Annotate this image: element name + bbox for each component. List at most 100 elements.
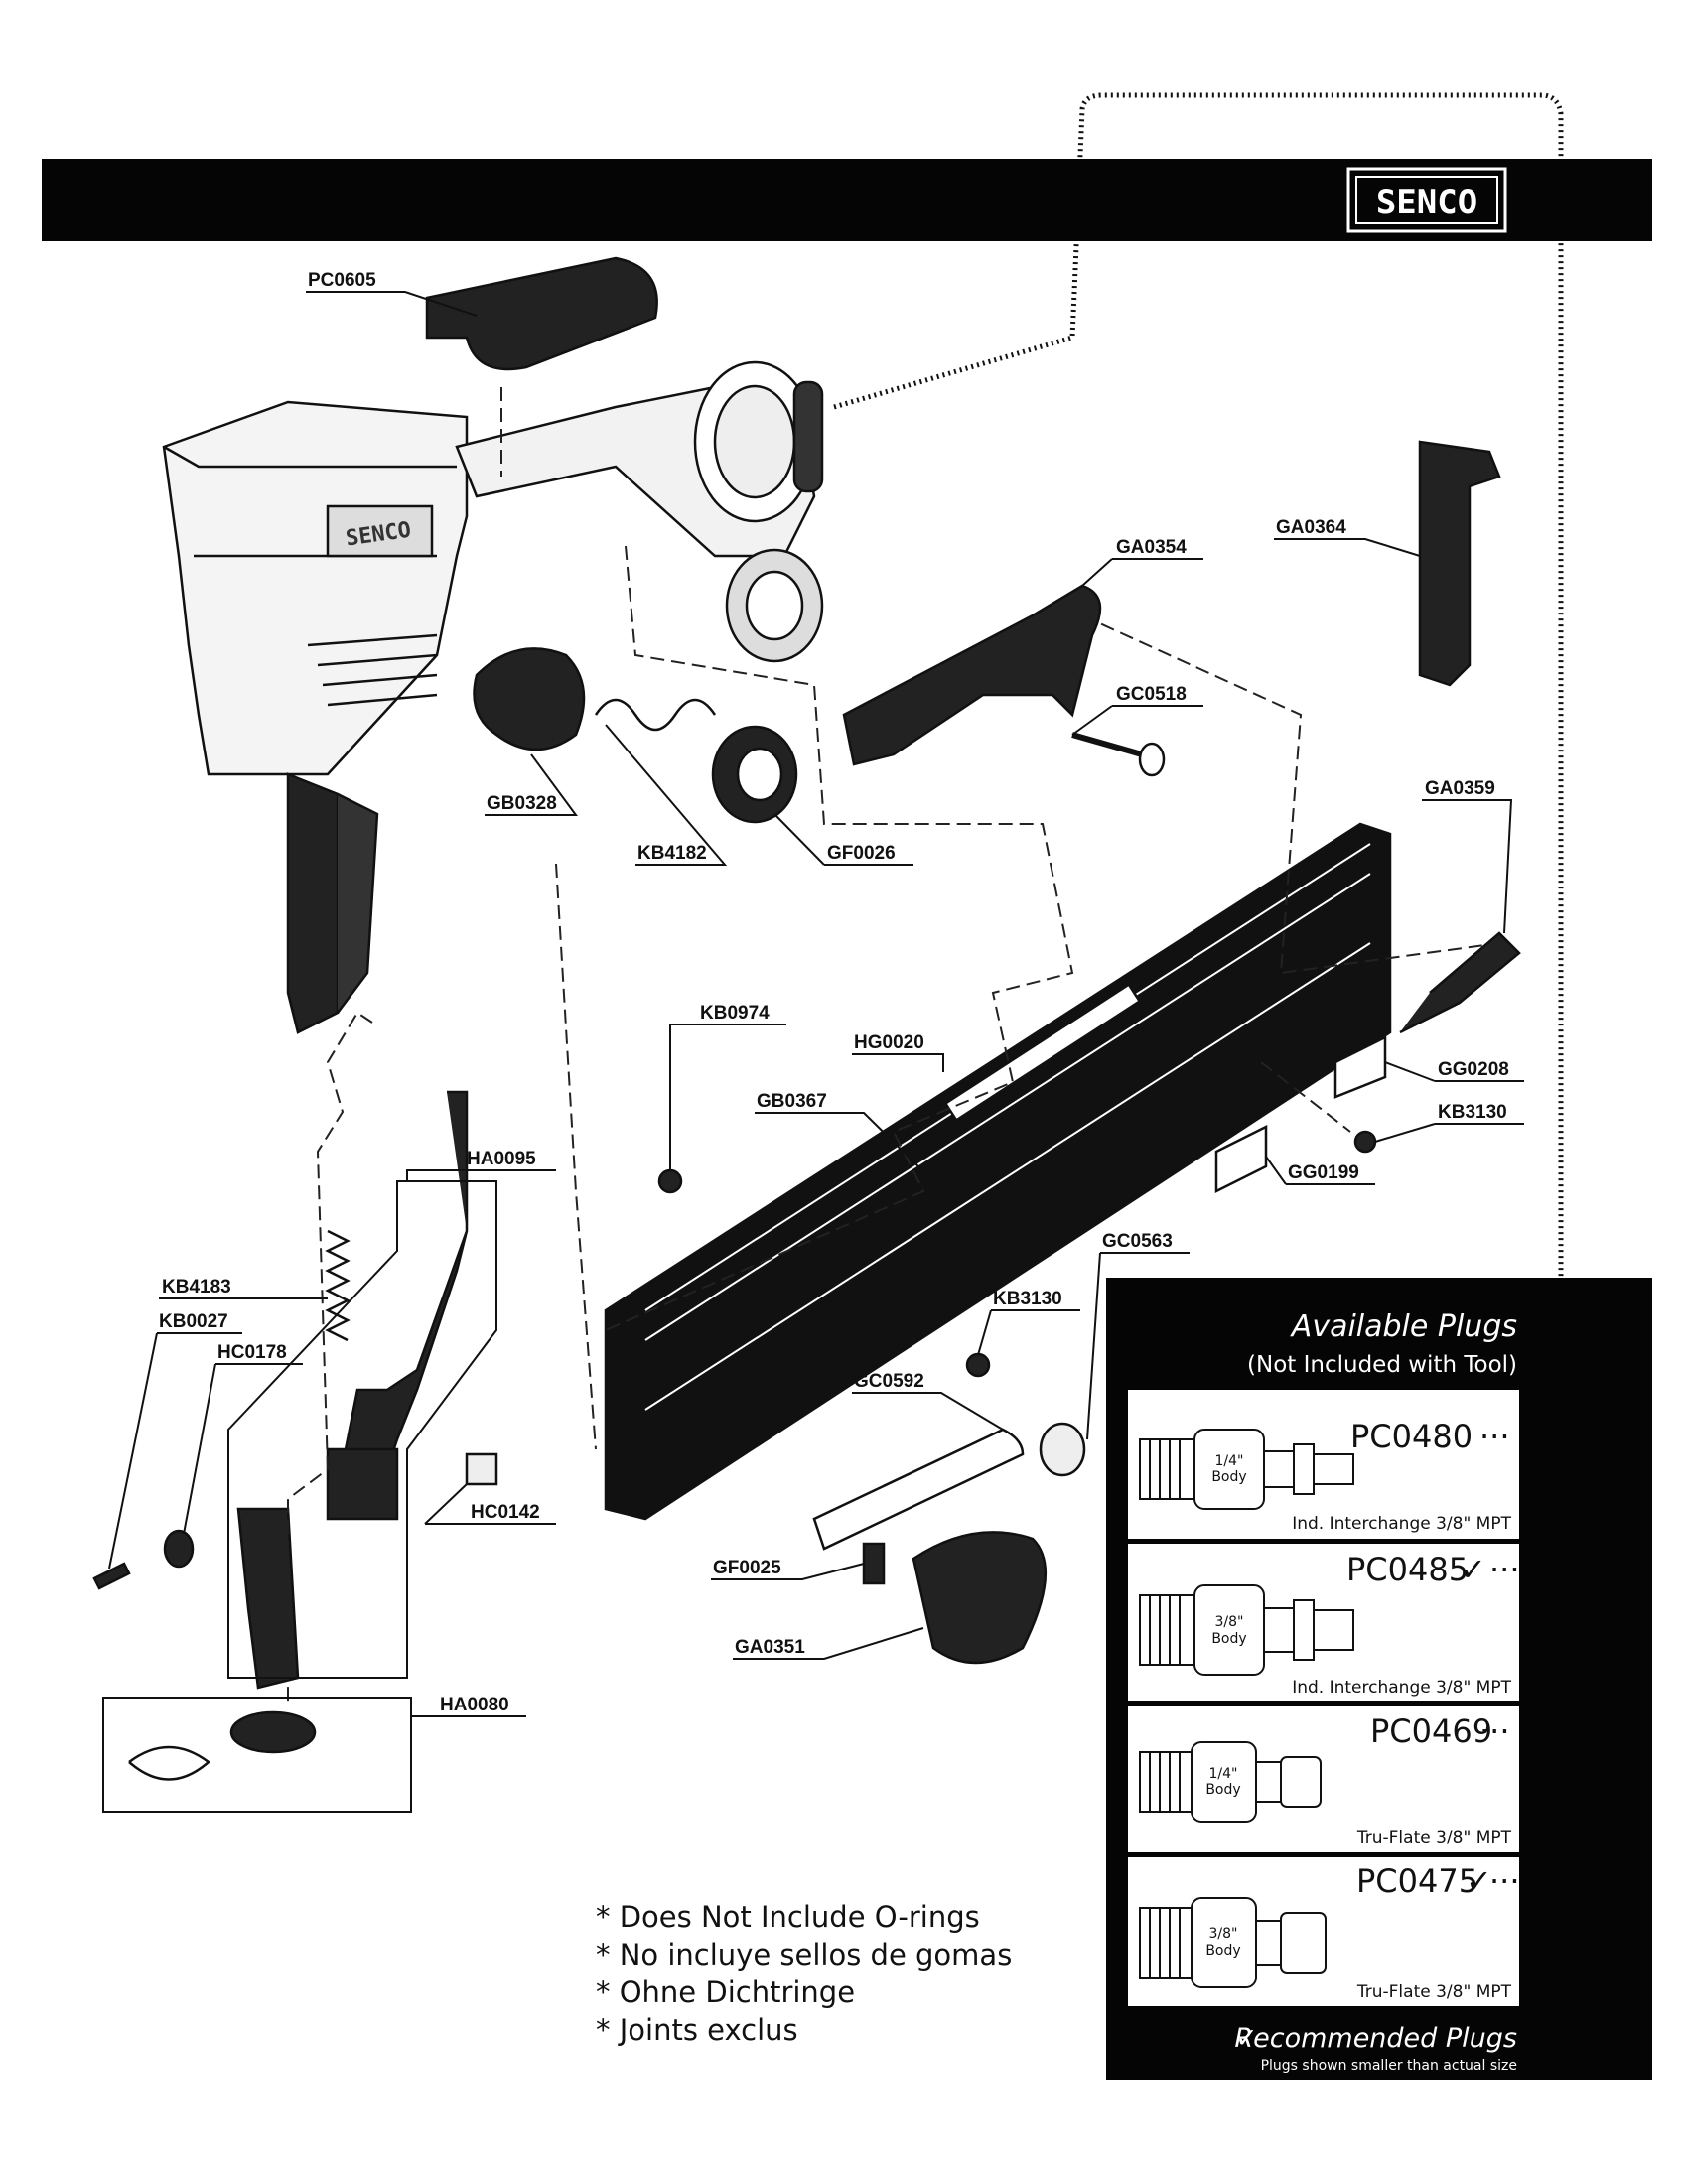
svg-text:3/8": 3/8" <box>1215 1614 1244 1630</box>
label-ha0080: HA0080 <box>411 1695 526 1717</box>
plug-desc: Tru-Flate 3/8" MPT <box>1356 1828 1512 1847</box>
svg-text:GA0359: GA0359 <box>1425 778 1495 799</box>
senco-logo: SENCO <box>1346 167 1507 233</box>
plug-card: PC0485 ✓ ··· 3/8" Body Ind. Interchange … <box>1128 1544 1520 1701</box>
note-line: * Does Not Include O-rings <box>596 1900 980 1934</box>
svg-text:HA0080: HA0080 <box>440 1695 509 1715</box>
svg-text:GC0592: GC0592 <box>854 1371 924 1392</box>
svg-text:KB0027: KB0027 <box>159 1311 228 1332</box>
plugs-footnote: Plugs shown smaller than actual size <box>1261 2058 1517 2074</box>
label-gg0208: GG0208 <box>1384 1059 1524 1082</box>
label-hc0142: HC0142 <box>424 1483 556 1525</box>
svg-text:HC0142: HC0142 <box>471 1502 540 1523</box>
svg-text:KB3130: KB3130 <box>993 1289 1062 1309</box>
label-ga0354: GA0354 <box>1081 537 1203 587</box>
label-kb3130-a: KB3130 <box>1374 1102 1524 1143</box>
svg-text:3/8": 3/8" <box>1209 1926 1238 1942</box>
label-gg0199: GG0199 <box>1265 1156 1375 1185</box>
plugs-panel-title: Available Plugs <box>1290 1309 1517 1344</box>
recommended-check-icon: ✓ <box>1235 2023 1258 2054</box>
plug-card: PC0475 ✓ ··· 3/8" Body Tru-Flate 3/8" MP… <box>1128 1857 1520 2006</box>
plug-illustration <box>1139 1741 1322 1823</box>
plug-check: ✓ <box>1460 1551 1486 1588</box>
plug-code: PC0480 <box>1350 1418 1473 1455</box>
air-hose-dotted-line <box>833 92 1564 1489</box>
plug-illustration <box>1139 1429 1354 1510</box>
label-ga0364: GA0364 <box>1274 517 1421 557</box>
label-gb0367: GB0367 <box>755 1091 924 1172</box>
plug-illustration <box>1139 1897 1327 1988</box>
svg-text:Body: Body <box>1205 1943 1240 1959</box>
label-kb0974: KB0974 <box>669 1003 786 1171</box>
available-plugs-panel: Available Plugs (Not Included with Tool)… <box>1106 1278 1652 2080</box>
label-gc0563: GC0563 <box>1086 1231 1190 1440</box>
plug-illustration <box>1139 1584 1354 1676</box>
svg-text:KB4183: KB4183 <box>162 1277 231 1297</box>
plug-code: PC0475 <box>1356 1862 1478 1900</box>
note-line: * Ohne Dichtringe <box>596 1976 855 2009</box>
label-ha0095: HA0095 <box>406 1149 556 1181</box>
plug-dots: ··· <box>1479 1712 1510 1750</box>
feeder-assembly-outline <box>227 1180 497 1679</box>
label-hc0178: HC0178 <box>183 1342 303 1535</box>
svg-text:PC0605: PC0605 <box>308 270 376 291</box>
assembly-leader-lines <box>287 387 1500 1707</box>
label-ga0351: GA0351 <box>733 1627 924 1660</box>
svg-text:KB0974: KB0974 <box>700 1003 770 1024</box>
svg-text:GA0364: GA0364 <box>1276 517 1346 538</box>
plug-desc: Ind. Interchange 3/8" MPT <box>1292 1678 1511 1698</box>
label-kb3130-b: KB3130 <box>977 1289 1080 1356</box>
label-kb0027: KB0027 <box>108 1311 242 1570</box>
note-line: * No incluye sellos de gomas <box>596 1938 1012 1972</box>
svg-text:GF0025: GF0025 <box>713 1558 781 1578</box>
svg-text:GA0351: GA0351 <box>735 1637 805 1658</box>
plug-card: PC0469 ··· 1/4" Body Tru-Flate 3/8" MPT <box>1128 1706 1519 1852</box>
label-gc0518: GC0518 <box>1071 684 1203 736</box>
label-hg0020: HG0020 <box>852 1032 944 1072</box>
svg-text:GC0563: GC0563 <box>1102 1231 1173 1252</box>
plug-dots: ··· <box>1489 1862 1520 1900</box>
label-gc0592: GC0592 <box>852 1371 1004 1431</box>
plug-dots: ··· <box>1479 1418 1510 1455</box>
svg-text:HG0020: HG0020 <box>854 1032 924 1053</box>
bushing-assembly-box <box>102 1697 412 1813</box>
svg-text:Body: Body <box>1211 1469 1246 1485</box>
svg-text:1/4": 1/4" <box>1209 1766 1238 1782</box>
part-labels: PC0605 GA0354 GA0364 GC0518 GB0328 KB418… <box>108 270 1524 1717</box>
svg-text:KB4182: KB4182 <box>637 843 707 864</box>
label-pc0605: PC0605 <box>306 270 478 317</box>
svg-text:Body: Body <box>1205 1782 1240 1798</box>
svg-text:GC0518: GC0518 <box>1116 684 1187 705</box>
label-gb0328: GB0328 <box>485 753 578 816</box>
plugs-panel-subtitle: (Not Included with Tool) <box>1247 1352 1517 1378</box>
brand-logo-text: SENCO <box>1376 183 1477 222</box>
svg-text:1/4": 1/4" <box>1215 1453 1244 1469</box>
label-ga0359: GA0359 <box>1422 778 1513 934</box>
label-gf0026: GF0026 <box>773 813 913 866</box>
label-kb4182: KB4182 <box>605 724 728 866</box>
svg-text:GG0208: GG0208 <box>1438 1059 1509 1080</box>
tool-body-illustration: SENCO <box>92 256 1521 1781</box>
notes-block: * Does Not Include O-rings * No incluye … <box>596 1900 1012 2047</box>
plug-card: PC0480 ··· 1/4" Body Ind. Interchange 3/… <box>1128 1390 1519 1539</box>
note-line: * Joints exclus <box>596 2013 798 2047</box>
recommended-label: Recommended Plugs <box>1234 2023 1517 2054</box>
label-gf0025: GF0025 <box>711 1558 865 1580</box>
svg-text:GF0026: GF0026 <box>827 843 896 864</box>
svg-text:HC0178: HC0178 <box>217 1342 287 1363</box>
plug-desc: Ind. Interchange 3/8" MPT <box>1292 1514 1511 1534</box>
svg-text:GG0199: GG0199 <box>1288 1162 1359 1183</box>
svg-text:GA0354: GA0354 <box>1116 537 1187 558</box>
plug-code: PC0485 <box>1346 1551 1469 1588</box>
svg-text:Body: Body <box>1211 1631 1246 1647</box>
svg-text:KB3130: KB3130 <box>1438 1102 1507 1123</box>
plug-code: PC0469 <box>1370 1712 1492 1750</box>
svg-text:HA0095: HA0095 <box>467 1149 536 1169</box>
svg-text:GB0367: GB0367 <box>757 1091 827 1112</box>
plug-desc: Tru-Flate 3/8" MPT <box>1356 1982 1512 2002</box>
label-kb4183: KB4183 <box>159 1277 328 1299</box>
svg-text:GB0328: GB0328 <box>487 793 557 814</box>
plug-check: ✓ <box>1466 1862 1492 1900</box>
plug-dots: ··· <box>1489 1551 1520 1588</box>
